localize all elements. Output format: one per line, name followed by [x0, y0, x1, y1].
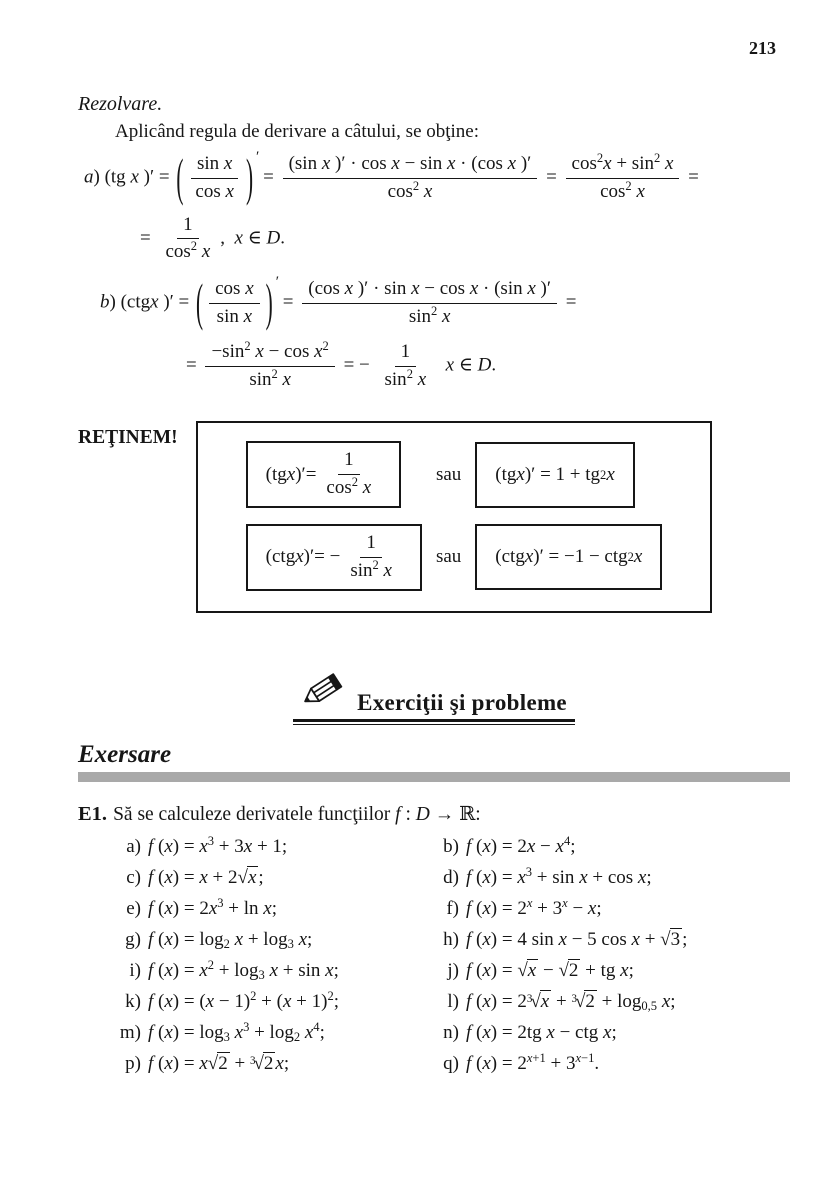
exercise-item-l: l)f (x) = 23√x + 3√2 + log0,5 x;: [447, 990, 676, 1014]
exercises-header: Exerciţii şi probleme: [293, 667, 575, 726]
connector-sau: sau: [435, 546, 462, 568]
exercise-item-m: m)f (x) = log3 x3 + log2 x4;: [119, 1020, 325, 1045]
exercise-item-b: b)f (x) = 2x − x4;: [443, 834, 576, 858]
exercise-item-a: a)f (x) = x3 + 3x + 1;: [126, 834, 288, 858]
exercise-item-f: f)f (x) = 2x + 3x − x;: [446, 896, 602, 920]
exersare-title: Exersare: [78, 741, 172, 769]
solution-intro: Aplicând regula de derivare a câtului, s…: [115, 121, 480, 142]
exercise-item-i: i)f (x) = x2 + log3 x + sin x;: [129, 958, 339, 983]
exercise-item-n: n)f (x) = 2tg x − ctg x;: [443, 1022, 617, 1044]
connector-sau: sau: [435, 463, 462, 485]
exersare-section-header: Exersare: [78, 741, 790, 783]
exercise-e1-text: Să se calculeze derivatele funcţiilor f …: [113, 804, 481, 826]
exercise-item-k: k)f (x) = (x − 1)2 + (x + 1)2;: [125, 989, 339, 1013]
exercise-item-e: e)f (x) = 2x3 + ln x;: [126, 896, 278, 920]
page-number: 213: [749, 38, 776, 58]
exercise-item-j: j)f (x) = √x − √2 + tg x;: [447, 959, 634, 982]
exercise-item-h: h)f (x) = 4 sin x − 5 cos x + √3;: [443, 928, 688, 951]
double-rule: [293, 718, 575, 726]
exercise-list: a)f (x) = x3 + 3x + 1; b)f (x) = 2x − x4…: [78, 834, 790, 1075]
exercise-e1-statement: E1.Să se calculeze derivatele funcţiilor…: [78, 802, 790, 826]
exercise-item-g: g)f (x) = log2 x + log3 x;: [125, 929, 313, 952]
exercise-item-q: q)f (x) = 2x+1 + 3x−1.: [443, 1051, 600, 1075]
exersare-bar: [78, 772, 790, 783]
pencil-icon: [295, 667, 347, 716]
exercises-header-title: Exerciţii şi probleme: [357, 689, 567, 715]
solution-title: Rezolvare.: [78, 93, 163, 115]
retain-label: REŢINEM!: [78, 427, 178, 449]
exercise-item-c: c)f (x) = x + 2√x;: [126, 866, 264, 889]
exercise-e1-label: E1.: [78, 803, 108, 826]
exercise-item-d: d)f (x) = x3 + sin x + cos x;: [443, 865, 652, 889]
